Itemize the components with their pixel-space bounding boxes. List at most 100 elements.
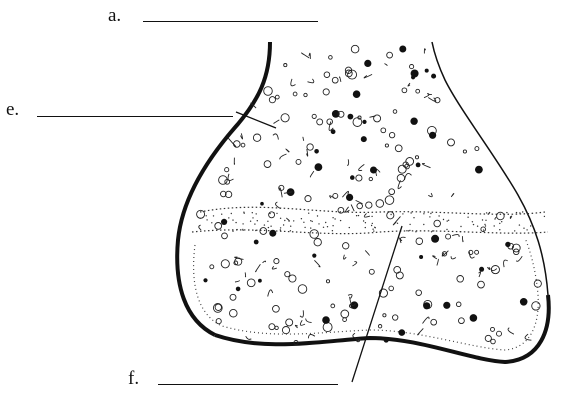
plate-stipple [499, 229, 500, 230]
texture-squiggle [295, 325, 298, 328]
plate-stipple [280, 227, 281, 228]
texture-pore [374, 115, 381, 122]
plate-stipple [519, 212, 520, 213]
texture-pore [369, 269, 374, 274]
plate-stipple [303, 222, 304, 223]
texture-dot [505, 242, 510, 247]
texture-squiggle [306, 319, 312, 323]
plate-stipple [390, 214, 391, 215]
texture-dot [236, 287, 241, 292]
pointer-line-f [352, 226, 402, 382]
plate-stipple [438, 215, 439, 216]
plate-stipple [213, 215, 214, 216]
plate-stipple [293, 220, 294, 221]
texture-squiggle [364, 213, 370, 217]
texture-pore [534, 280, 541, 287]
texture-squiggle [273, 134, 279, 140]
texture-dot [425, 69, 429, 73]
cortical-rim [194, 238, 539, 350]
texture-squiggle [433, 256, 437, 259]
plate-stipple [494, 218, 495, 219]
texture-squiggle [272, 266, 277, 269]
plate-stipple [443, 219, 444, 220]
plate-stipple [236, 229, 237, 230]
texture-pore [324, 72, 330, 78]
plate-stipple [356, 215, 357, 216]
texture-pore [485, 335, 491, 341]
plate-stipple [429, 216, 430, 217]
plate-stipple [526, 229, 527, 230]
plate-stipple [519, 224, 520, 225]
texture-dot [399, 329, 406, 336]
plate-stipple [301, 218, 302, 219]
texture-pore [327, 119, 333, 125]
label-e-answer-line[interactable] [37, 116, 233, 117]
plate-stipple [334, 218, 335, 219]
texture-pore [351, 45, 359, 53]
texture-pore [216, 319, 221, 324]
texture-pore [269, 324, 275, 330]
texture-dot [431, 235, 439, 243]
plate-stipple [363, 220, 364, 221]
plate-stipple [473, 224, 474, 225]
texture-pore [298, 285, 307, 294]
texture-pore [293, 92, 297, 96]
texture-pore [497, 212, 505, 220]
texture-pore [415, 156, 418, 159]
plate-stipple [332, 230, 333, 231]
texture-pore [323, 89, 329, 95]
texture-squiggle [393, 216, 400, 225]
label-a-answer-line[interactable] [143, 21, 318, 22]
texture-pore [215, 223, 222, 230]
plate-stipple [256, 213, 257, 214]
label-f-answer-line[interactable] [158, 384, 338, 385]
plate-stipple [332, 217, 333, 218]
plate-stipple [235, 222, 236, 223]
plate-stipple [358, 215, 359, 216]
texture-squiggle [256, 264, 261, 272]
texture-pore [431, 319, 437, 325]
texture-pore [416, 238, 423, 245]
texture-pore [326, 280, 329, 283]
texture-pore [305, 196, 311, 202]
texture-dot [411, 75, 415, 79]
texture-pore [275, 326, 278, 329]
texture-pore [395, 145, 402, 152]
texture-pore [478, 281, 485, 288]
texture-pore [446, 234, 451, 239]
texture-pore [323, 323, 332, 332]
texture-dot [443, 302, 450, 309]
plate-stipple [255, 230, 256, 231]
texture-pore [281, 114, 289, 122]
texture-pore [234, 141, 241, 148]
texture-dot [429, 132, 436, 139]
texture-squiggle [286, 149, 290, 152]
plate-stipple [317, 215, 318, 216]
texture-squiggle [339, 77, 341, 82]
plate-stipple [430, 213, 431, 214]
texture-dot [470, 314, 478, 322]
texture-pore [394, 266, 401, 273]
texture-pore [357, 203, 363, 209]
texture-squiggle [508, 328, 514, 335]
texture-squiggle [385, 64, 388, 66]
plate-stipple [270, 226, 271, 227]
plate-stipple [530, 225, 531, 226]
plate-stipple [522, 211, 523, 212]
texture-pore [475, 250, 479, 254]
texture-dot [423, 302, 430, 309]
texture-pore [230, 309, 238, 317]
bone-right-edge [432, 42, 548, 295]
plate-stipple [410, 212, 411, 213]
epiphyseal-line-upper [200, 207, 545, 214]
texture-dot [370, 167, 377, 174]
plate-stipple [308, 213, 309, 214]
plate-stipple [477, 226, 478, 227]
plate-stipple [374, 227, 375, 228]
plate-stipple [472, 221, 473, 222]
texture-squiggle [344, 255, 347, 259]
texture-pore [376, 200, 384, 208]
texture-squiggle [263, 261, 266, 263]
plate-stipple [486, 212, 487, 213]
